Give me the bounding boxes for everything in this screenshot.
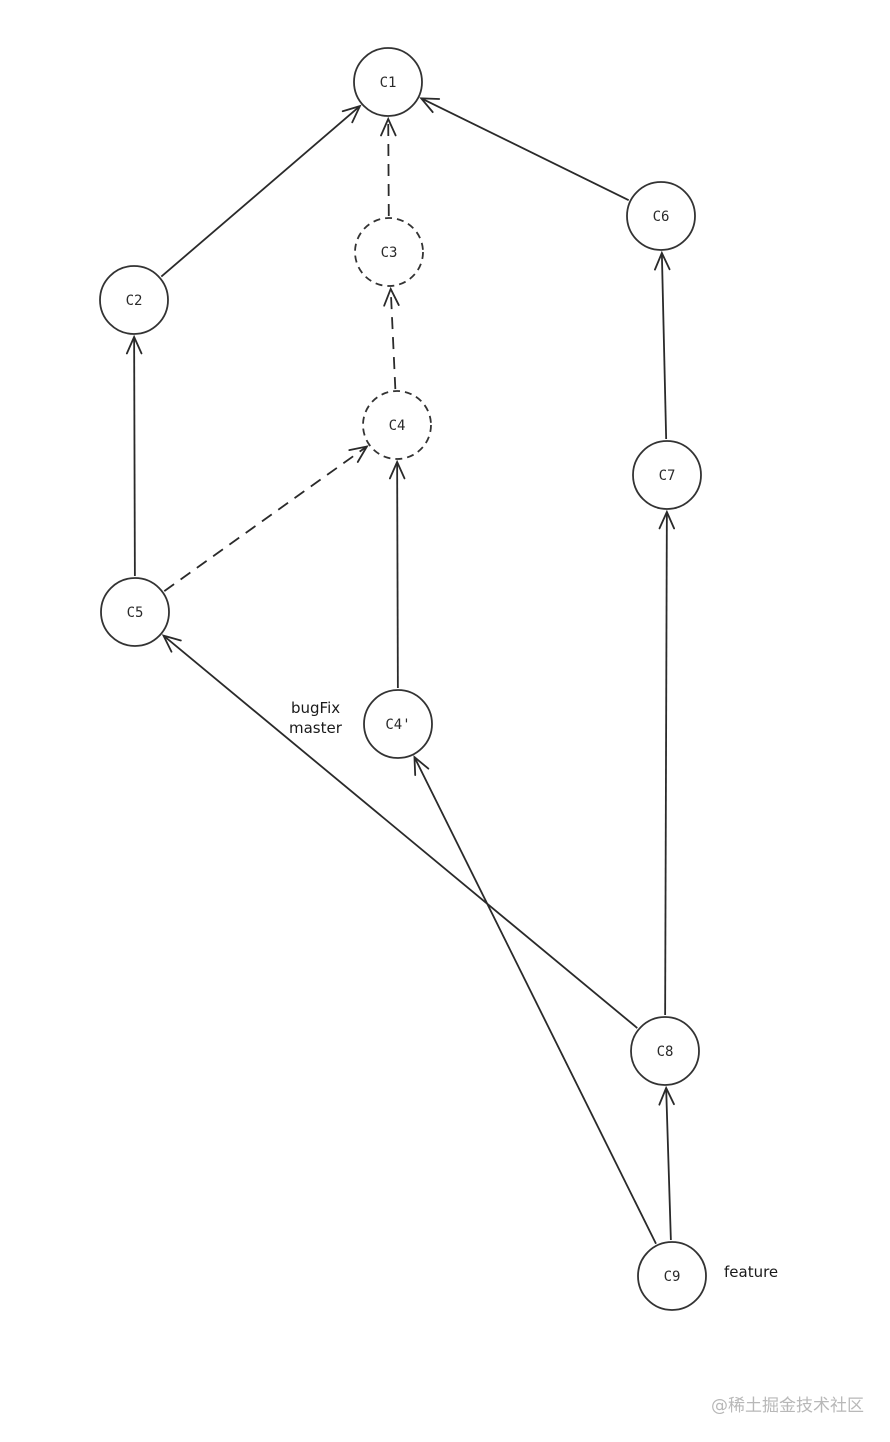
commit-node-c1: C1 (353, 47, 423, 117)
commit-node-c5: C5 (100, 577, 170, 647)
commit-label-c2: C2 (126, 293, 143, 309)
edge-c5-to-c2 (133, 336, 136, 577)
commit-node-c9: C9 (637, 1241, 707, 1311)
commit-circle-c9 (637, 1241, 707, 1311)
commit-circle-c6 (626, 181, 696, 251)
arrowhead-c5-to-c2 (125, 334, 143, 355)
arrowhead-c8-to-c5 (161, 634, 182, 653)
commit-node-c2: C2 (99, 265, 169, 335)
commit-circle-c7 (632, 440, 702, 510)
commit-circle-c1 (353, 47, 423, 117)
edge-c4p-to-c4 (396, 461, 399, 689)
arrowhead-c7-to-c6 (654, 250, 671, 271)
edge-c8-to-c5 (162, 634, 638, 1029)
arrowhead-c2-to-c1 (341, 104, 362, 124)
edge-c9-to-c4p (413, 756, 657, 1245)
arrowhead-c3-to-c1 (380, 116, 397, 137)
commit-label-c9: C9 (664, 1269, 681, 1285)
edge-c7-to-c6 (660, 252, 668, 440)
arrowhead-c9-to-c8 (658, 1085, 675, 1106)
arrowhead-c6-to-c1 (419, 97, 441, 114)
edge-c3-to-c1 (387, 118, 390, 217)
branch-label-master: master (289, 719, 342, 737)
commit-node-c4p: C4' (363, 689, 433, 759)
commit-label-c3: C3 (381, 245, 398, 261)
commit-circle-c4p (363, 689, 433, 759)
commit-circle-c3 (354, 217, 424, 287)
commit-label-c6: C6 (653, 209, 670, 225)
edge-c5-to-c4 (163, 445, 368, 592)
arrowhead-c8-to-c7 (658, 509, 676, 530)
commit-node-c3: C3 (354, 217, 424, 287)
arrowhead-c5-to-c4 (348, 445, 369, 463)
commit-circle-c5 (100, 577, 170, 647)
edges-layer (125, 97, 676, 1245)
commit-node-c6: C6 (626, 181, 696, 251)
commit-node-c8: C8 (630, 1016, 700, 1086)
watermark: @稀土掘金技术社区 (711, 1396, 864, 1416)
edge-c2-to-c1 (160, 105, 361, 278)
arrowhead-c9-to-c4p (413, 755, 430, 777)
edge-c6-to-c1 (420, 97, 630, 201)
commit-node-c4: C4 (362, 390, 432, 460)
commit-label-c1: C1 (380, 75, 397, 91)
edge-c9-to-c8 (665, 1087, 672, 1241)
branch-label-feature: feature (724, 1263, 779, 1281)
commit-label-c8: C8 (657, 1044, 674, 1060)
arrowhead-c4p-to-c4 (388, 459, 406, 480)
commit-label-c7: C7 (659, 468, 676, 484)
commit-circle-c2 (99, 265, 169, 335)
commit-circle-c8 (630, 1016, 700, 1086)
commit-label-c4: C4 (389, 418, 406, 434)
commit-label-c5: C5 (127, 605, 144, 621)
commit-node-c7: C7 (632, 440, 702, 510)
branch-label-bugfix: bugFix (291, 699, 341, 717)
commit-label-c4p: C4' (385, 717, 410, 733)
arrowhead-c4-to-c3 (383, 286, 400, 307)
commit-circle-c4 (362, 390, 432, 460)
edge-c4-to-c3 (389, 288, 397, 390)
edge-c8-to-c7 (664, 511, 668, 1016)
